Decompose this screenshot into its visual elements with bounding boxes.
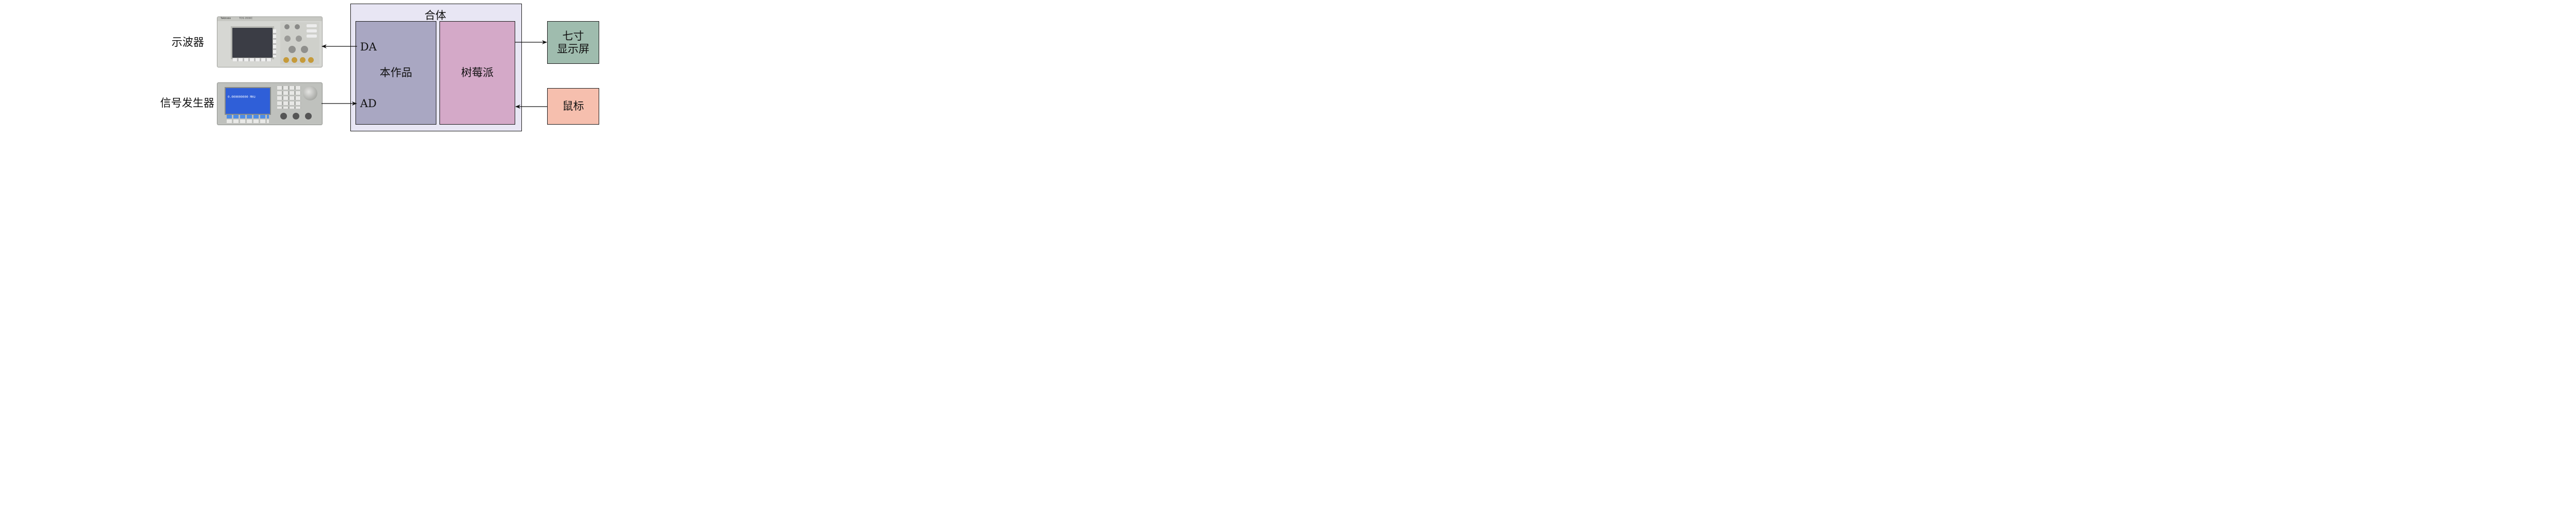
this-work-box: 本作品	[355, 21, 436, 125]
signal-generator-soft-keys	[227, 115, 269, 118]
oscilloscope-knob	[301, 46, 308, 53]
oscilloscope-button	[307, 35, 317, 38]
ad-port-label: AD	[360, 97, 377, 110]
oscilloscope-model: TDS 2000C	[239, 17, 253, 20]
oscilloscope-screen	[231, 26, 274, 59]
raspberry-pi-box: 树莓派	[439, 21, 515, 125]
oscilloscope-bnc-connector	[283, 57, 289, 63]
signal-generator-output-connector	[305, 113, 312, 119]
this-work-label: 本作品	[380, 66, 412, 79]
display-label-line2: 显示屏	[557, 42, 589, 55]
enclosure-label: 合体	[425, 9, 446, 22]
oscilloscope-brand: Tektronix	[221, 17, 231, 20]
signal-generator-readout: 0.000000000 MHz	[228, 95, 256, 99]
signal-generator-output-connector	[280, 113, 287, 119]
signal-generator-label: 信号发生器	[160, 97, 214, 109]
display-label-line1: 七寸	[562, 30, 584, 43]
oscilloscope-knob	[284, 24, 290, 29]
oscilloscope-side-buttons	[273, 29, 276, 57]
signal-generator-bottom-keys	[227, 119, 269, 123]
oscilloscope-bnc-connector	[308, 57, 314, 63]
da-port-label: DA	[360, 41, 377, 53]
signal-generator-dial	[303, 86, 317, 100]
signal-generator-screen: 0.000000000 MHz	[225, 87, 271, 115]
oscilloscope-button	[307, 29, 317, 32]
oscilloscope-label: 示波器	[172, 36, 204, 48]
oscilloscope-bnc-connector	[292, 57, 297, 63]
oscilloscope-bnc-connector	[300, 57, 306, 63]
oscilloscope-knob	[295, 24, 300, 29]
diagram: 合体 本作品 DA AD 树莓派 七寸 显示屏 鼠标 示波器 信号发生器 Tek…	[0, 0, 804, 134]
oscilloscope-knob	[296, 36, 302, 42]
oscilloscope-knob	[284, 36, 291, 42]
display-box: 七寸 显示屏	[547, 21, 599, 64]
signal-generator-output-connector	[293, 113, 299, 119]
oscilloscope-knob	[289, 46, 296, 53]
oscilloscope-bottom-buttons	[233, 58, 272, 61]
oscilloscope-image: Tektronix TDS 2000C	[217, 16, 323, 67]
signal-generator-image: 0.000000000 MHz	[217, 82, 323, 125]
mouse-box: 鼠标	[547, 88, 599, 125]
oscilloscope-button	[307, 24, 317, 27]
mouse-label: 鼠标	[562, 100, 584, 112]
raspberry-pi-label: 树莓派	[461, 66, 494, 79]
signal-generator-keypad	[277, 86, 301, 109]
